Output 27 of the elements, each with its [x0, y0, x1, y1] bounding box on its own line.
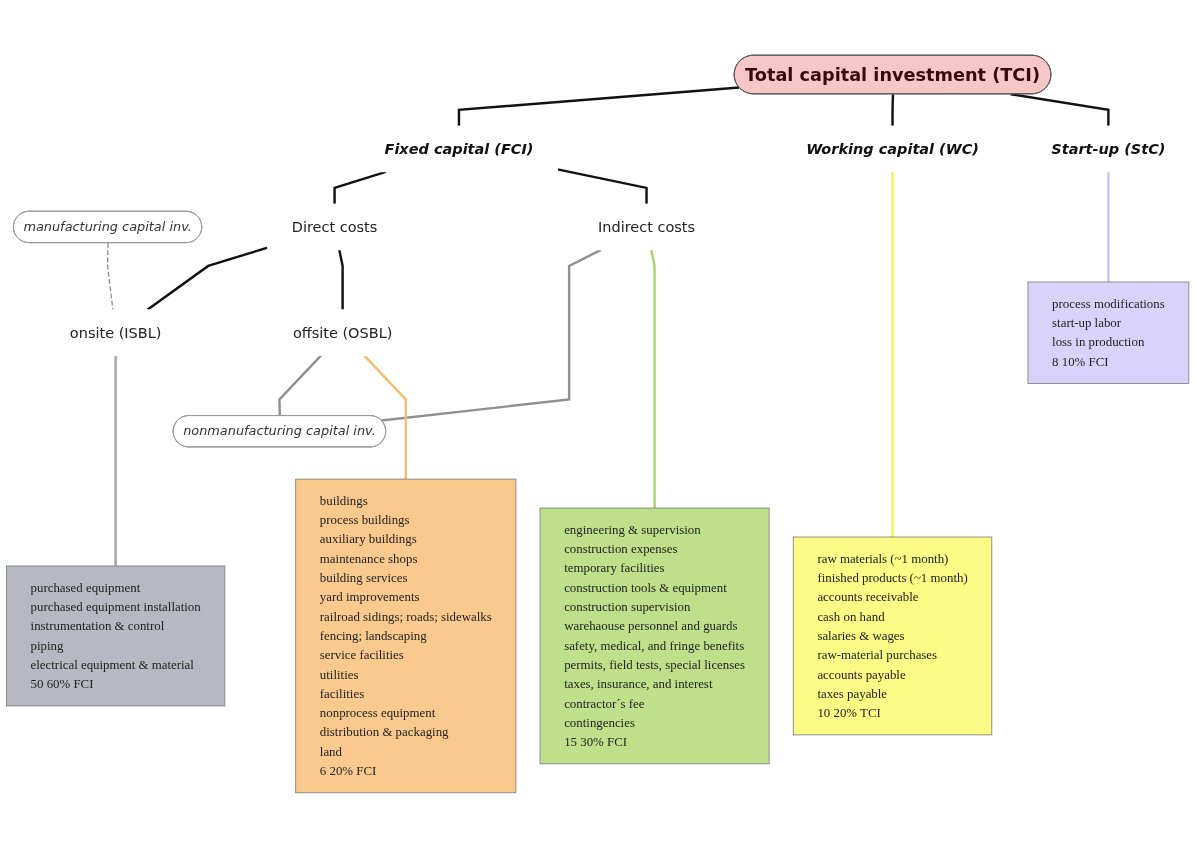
node-box	[539, 507, 770, 765]
node-box	[295, 478, 517, 794]
connector	[114, 355, 117, 566]
connector	[106, 242, 114, 311]
node-text: Direct costs	[291, 218, 378, 236]
connector	[338, 249, 344, 310]
connector	[278, 354, 322, 416]
connector	[650, 249, 656, 509]
node-text: Indirect costs	[598, 218, 696, 236]
connector	[1107, 171, 1110, 283]
connector	[333, 170, 387, 204]
node-box	[1027, 281, 1190, 384]
node-text: onsite (ISBL)	[69, 324, 162, 342]
connector	[891, 94, 895, 126]
connector	[457, 86, 740, 126]
connector	[891, 171, 894, 537]
node-text: Start-up (StC)	[1051, 140, 1166, 158]
connector	[381, 248, 602, 422]
node-text: offsite (OSBL)	[292, 324, 393, 342]
node-text: Working capital (WC)	[806, 140, 979, 158]
connector	[1010, 93, 1110, 126]
connector	[363, 354, 407, 480]
connector	[146, 246, 269, 311]
connector	[557, 168, 648, 204]
node-box	[6, 565, 226, 707]
node-box	[792, 536, 993, 736]
node-text: Fixed capital (FCI)	[384, 140, 534, 158]
